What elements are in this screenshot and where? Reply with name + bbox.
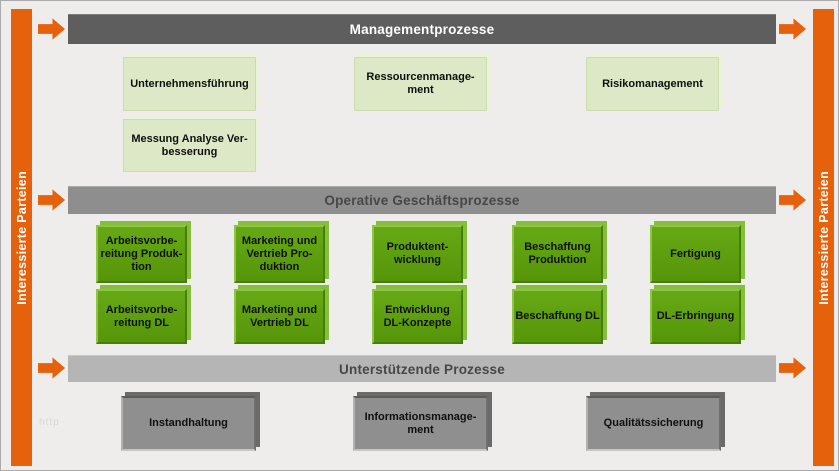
box-label: Informationsmanage- ment	[364, 410, 477, 436]
banner-support-label: Unterstützende Prozesse	[339, 361, 505, 377]
flow-arrow-icon	[779, 18, 806, 40]
box-label: Beschaffung DL	[515, 310, 600, 322]
box-label: Produktent- wicklung	[386, 241, 449, 266]
banner-support-processes: Unterstützende Prozesse	[68, 355, 776, 382]
flow-arrow-icon	[779, 357, 806, 379]
box-arbeitsvorbereitung-produktion: Arbeitsvorbe- reitung Produk- tion	[96, 225, 187, 283]
box-label: Entwicklung DL-Konzepte	[383, 303, 452, 329]
banner-operative-label: Operative Geschäftsprozesse	[324, 193, 520, 208]
box-qualitaetssicherung: Qualitätssicherung	[586, 396, 721, 451]
box-label: Qualitätssicherung	[603, 417, 704, 429]
box-label: DL-Erbringung	[656, 310, 735, 322]
box-label: Risikomanagement	[602, 77, 703, 90]
box-beschaffung-dl: Beschaffung DL	[512, 289, 603, 344]
banner-management-label: Managementprozesse	[349, 22, 495, 37]
box-label: Unternehmensführung	[130, 77, 249, 90]
box-instandhaltung: Instandhaltung	[121, 396, 256, 451]
box-label: Arbeitsvorbe- reitung DL	[105, 303, 178, 329]
box-label: Messung Analyse Ver- besserung	[131, 132, 248, 158]
box-produktentwicklung: Produktent- wicklung	[372, 225, 463, 283]
box-label: Arbeitsvorbe- reitung Produk- tion	[100, 234, 183, 273]
flow-arrow-icon	[38, 189, 65, 211]
box-label: Ressourcenmanage- ment	[366, 71, 475, 96]
interested-parties-label-right: Interessierte Parteien	[816, 170, 831, 305]
interested-parties-label-left: Interessierte Parteien	[14, 170, 29, 305]
flow-arrow-icon	[779, 189, 806, 211]
watermark-text: http	[39, 417, 60, 428]
box-risikomanagement: Risikomanagement	[586, 57, 719, 111]
box-fertigung: Fertigung	[650, 225, 741, 283]
banner-operative-processes: Operative Geschäftsprozesse	[68, 186, 776, 214]
box-label: Beschaffung Produktion	[524, 241, 591, 266]
box-arbeitsvorbereitung-dl: Arbeitsvorbe- reitung DL	[96, 289, 187, 344]
box-label: Marketing und Vertrieb Pro- duktion	[241, 234, 318, 273]
flow-arrow-icon	[38, 357, 65, 379]
box-informationsmanagement: Informationsmanage- ment	[353, 396, 488, 451]
box-dl-erbringung: DL-Erbringung	[650, 289, 741, 344]
box-label: Marketing und Vertrieb DL	[241, 303, 318, 329]
box-entwicklung-dl-konzepte: Entwicklung DL-Konzepte	[372, 289, 463, 344]
box-label: Instandhaltung	[149, 417, 228, 429]
flow-arrow-icon	[38, 18, 65, 40]
interested-parties-bar-left: Interessierte Parteien	[11, 9, 32, 466]
box-ressourcenmanagement: Ressourcenmanage- ment	[354, 57, 487, 111]
box-unternehmensfuehrung: Unternehmensführung	[123, 57, 256, 111]
interested-parties-bar-right: Interessierte Parteien	[813, 9, 834, 466]
box-beschaffung-produktion: Beschaffung Produktion	[512, 225, 603, 283]
box-messung-analyse-verbesserung: Messung Analyse Ver- besserung	[123, 119, 256, 172]
banner-management-processes: Managementprozesse	[68, 14, 776, 44]
box-marketing-vertrieb-dl: Marketing und Vertrieb DL	[234, 289, 325, 344]
box-label: Fertigung	[670, 247, 721, 260]
box-marketing-vertrieb-produktion: Marketing und Vertrieb Pro- duktion	[234, 225, 325, 283]
